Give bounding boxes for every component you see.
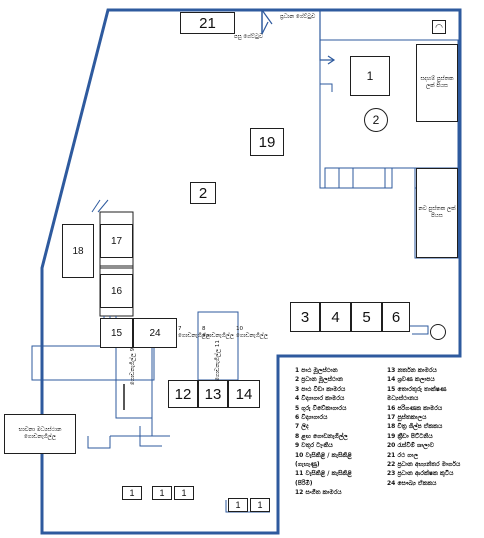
legend-item: 17 පුස්තකාලය <box>387 414 427 422</box>
block-7-label: 7 ගොඩනැගිල්ල <box>178 326 210 339</box>
legend-item: 8 ළඟ ගොඩනැගිල්ල <box>295 432 348 440</box>
room-2-label: 2 <box>198 184 208 202</box>
legend-item: 18 චිත්‍ර ශිල්ප ඒකකය <box>387 423 443 431</box>
room-1-block: 1 <box>350 56 390 96</box>
legend-item: 1 පාඨ මූලස්ථාන <box>295 367 338 374</box>
legend-item: 12 සංගීත කාමරය <box>295 489 342 497</box>
room-16-computer: 16 <box>100 274 133 308</box>
room-3-label: 3 <box>300 308 310 326</box>
legend-item: 6 විද්‍යාගාරය <box>295 414 328 422</box>
toilet-1d: 1 <box>228 498 248 512</box>
room-6: 6 <box>382 302 410 332</box>
block-11-wrap: ගොඩනැගිල්ල 11 <box>198 339 238 381</box>
legend-item: 5 ගුරු විවේකාගාරය <box>295 404 347 412</box>
toilet-1a-label: 1 <box>129 488 135 498</box>
toilet-1c: 1 <box>174 486 194 500</box>
room-6-label: 6 <box>391 308 401 326</box>
legend-item: 9 වතුර ටැංකිය <box>295 442 333 450</box>
room-15-it-centre: 15 <box>100 318 133 348</box>
legend-item: 4 විද්‍යාගාර කාමරය <box>295 395 345 403</box>
legend-item: 11 වැසිකිළි / කැසිකිළි <box>295 470 352 478</box>
room-13-dance: 13 <box>198 380 228 408</box>
room-19-label: 19 <box>258 133 276 151</box>
right-block-upper-label: සදහම් පුස්තක ලක් පියස <box>420 76 454 89</box>
room-12-music: 12 <box>168 380 198 408</box>
right-block-lower: නව පුස්තක ලක් පියස <box>416 168 458 258</box>
room-21-car-park: 21 <box>180 12 235 34</box>
room-21-label: 21 <box>199 14 216 32</box>
legend-item: (පිරිමි) <box>295 479 313 487</box>
gate-hut-small: ◠ <box>432 20 446 34</box>
toilet-1d-label: 1 <box>235 500 241 510</box>
legend-item: 19 ක්‍රීඩා පිට්ටනිය <box>387 432 433 440</box>
room-15-label: 15 <box>110 327 123 339</box>
block-10-label: 10 ගොඩනැගිල්ල <box>236 326 268 339</box>
room-17-library: 17 <box>100 224 133 258</box>
room-13-label: 13 <box>204 385 222 403</box>
legend-item: 16 පරිගණක කාමරය <box>387 404 443 412</box>
room-18-art-unit: 18 <box>62 224 94 278</box>
legend-item: 3 පාඨ වීඩා කාමරය <box>295 385 346 393</box>
gate-hut-mark: ◠ <box>435 21 443 32</box>
room-1-label: 1 <box>366 69 374 83</box>
legend-item: 14 ශ්‍රවණ කලාපය <box>387 376 435 384</box>
room-14-audio: 14 <box>228 380 260 408</box>
room-2-circle-label: 2 <box>372 113 380 127</box>
room-3: 3 <box>290 302 320 332</box>
legend-item: 23 ප්‍රධාන ආරක්ෂක කුටිය <box>387 470 454 478</box>
bottom-left-building-label: භාවනා මධ්‍යස්ථාන ගොඩනැගිල්ල <box>18 427 62 440</box>
room-19-playground: 19 <box>250 128 284 156</box>
legend-item: 15 තොරතුරු තාක්ෂණ මධ්‍යස්ථානය <box>387 385 447 403</box>
legend-item: 13 නර්තන කාමරය <box>387 367 437 374</box>
well-circle <box>430 324 446 340</box>
legend-item: 24 සෞඛ්‍ය ඒකකය <box>387 479 437 487</box>
toilet-1e: 1 <box>250 498 270 512</box>
room-18-label: 18 <box>72 245 84 257</box>
room-12-label: 12 <box>174 385 192 403</box>
room-2-headquarters: 2 <box>190 182 216 204</box>
room-17-label: 17 <box>110 235 123 247</box>
toilet-1a: 1 <box>122 486 142 500</box>
room-4: 4 <box>320 302 351 332</box>
room-5: 5 <box>351 302 382 332</box>
bottom-left-building: භාවනා මධ්‍යස්ථාන ගොඩනැගිල්ල <box>4 414 76 454</box>
legend-column-2: 13 නර්තන කාමරය 14 ශ්‍රවණ කලාපය 15 තොරතුර… <box>387 366 473 488</box>
room-4-label: 4 <box>331 308 340 326</box>
right-block-lower-label: නව පුස්තක ලක් පියස <box>418 206 456 219</box>
legend-column-1: 1 පාඨ මූලස්ථාන 2 ප්‍රධාන මූලස්ථාන 3 පාඨ … <box>295 366 352 498</box>
room-2-circle: 2 <box>364 108 388 132</box>
block-8-label: 8 ගොඩනැගිල්ල <box>202 326 234 339</box>
legend-item: 22 ප්‍රධාන අභ්‍යන්තර මාර්ගය <box>387 461 461 469</box>
legend-item: 7 ලිද <box>295 423 309 431</box>
block-9-wrap: ගොඩනැගිල්ල 9 <box>116 346 152 386</box>
room-16-label: 16 <box>110 285 123 297</box>
toilet-1e-label: 1 <box>257 500 263 510</box>
room-24-label: 24 <box>149 327 161 339</box>
room-14-label: 14 <box>235 385 253 403</box>
toilet-1b: 1 <box>152 486 172 500</box>
legend-item: 10 වැසිකිළි / කැසිකිළි <box>295 451 352 459</box>
legend-item: 20 රැස්වීම් ශාලාව <box>387 442 435 450</box>
toilet-1c-label: 1 <box>181 488 187 498</box>
room-24-health-unit: 24 <box>133 318 177 348</box>
right-block-upper: සදහම් පුස්තක ලක් පියස <box>416 44 458 122</box>
toilet-1b-label: 1 <box>159 488 165 498</box>
main-gate-label: ප්‍රධාන ගේට්ටුව <box>280 14 316 20</box>
legend-item: 2 ප්‍රධාන මූලස්ථාන <box>295 376 343 384</box>
block-11-label: ගොඩනැගිල්ල 11 <box>214 339 221 381</box>
legend-item: 21 රථ ගාල <box>387 451 419 459</box>
room-5-label: 5 <box>362 308 371 326</box>
back-gate-label: පසු ගේට්ටුව <box>234 34 263 40</box>
block-9-label: ගොඩනැගිල්ල 9 <box>130 347 137 385</box>
legend-item: (ගැහැණු) <box>295 461 320 469</box>
